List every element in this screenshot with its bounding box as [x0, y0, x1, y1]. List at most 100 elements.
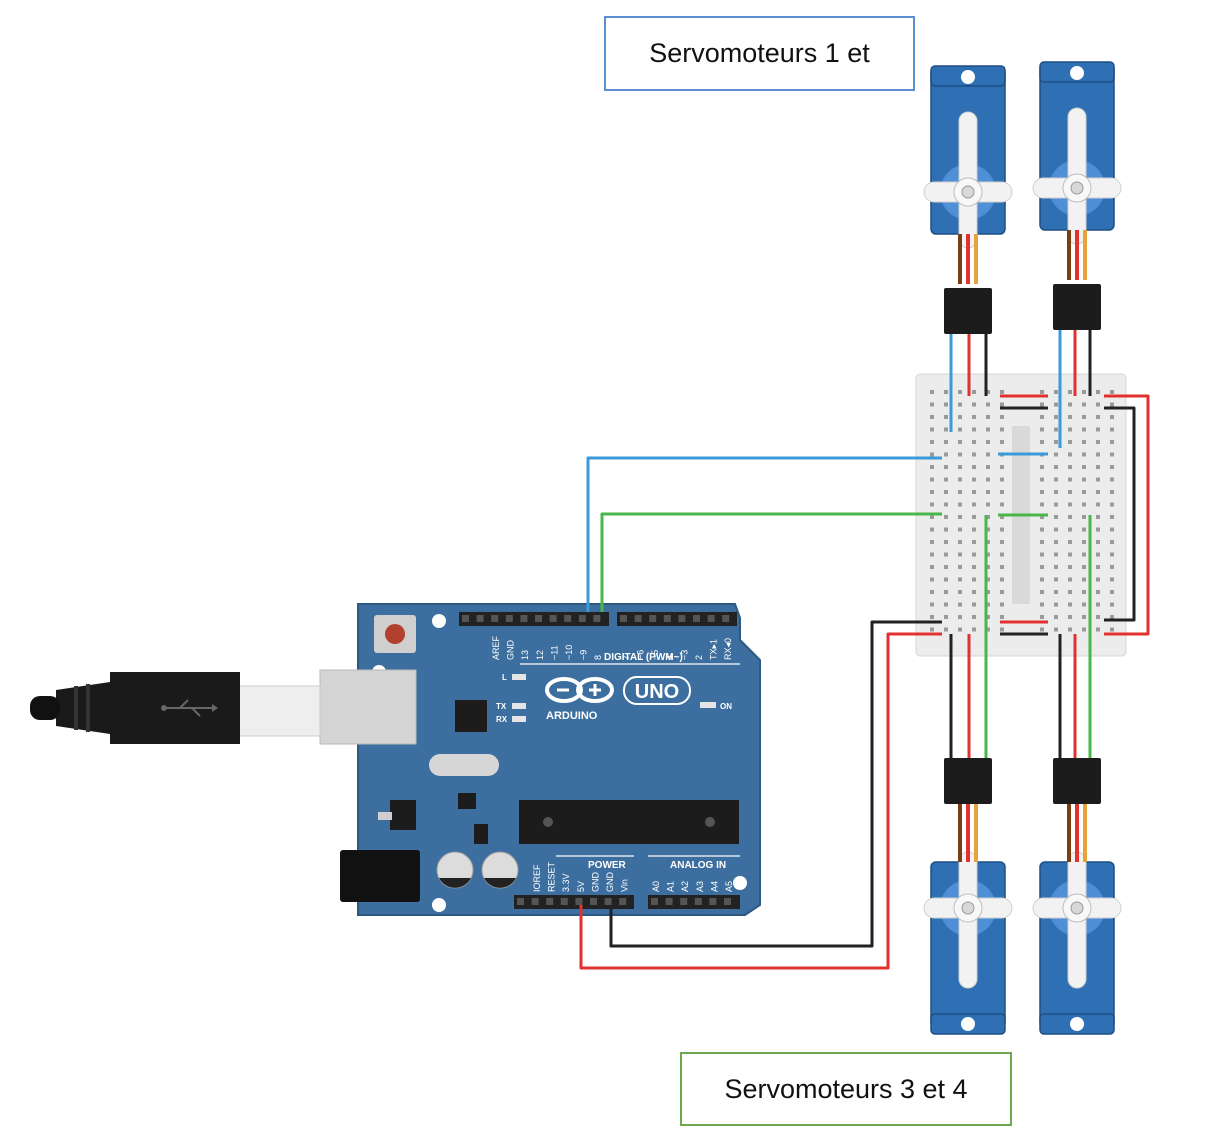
breadboard-hole: [930, 627, 934, 632]
breadboard-hole: [944, 590, 948, 594]
atmega-chip: [519, 800, 739, 844]
breadboard-hole: [930, 465, 934, 469]
breadboard-hole: [1068, 540, 1072, 544]
breadboard-hole: [1082, 440, 1086, 444]
pin-label: 13: [520, 650, 530, 660]
breadboard-hole: [1110, 590, 1114, 594]
pin-label: 5V: [576, 881, 586, 892]
breadboard-hole: [1040, 565, 1044, 569]
breadboard-hole: [1096, 415, 1100, 419]
breadboard-hole: [1068, 390, 1072, 394]
pin-label: ~10: [564, 645, 574, 660]
breadboard-hole: [986, 552, 990, 557]
breadboard-hole: [972, 540, 976, 544]
mount-hole: [432, 614, 446, 628]
breadboard-hole: [1082, 590, 1086, 594]
breadboard-hole: [1000, 427, 1004, 432]
header-pin: [604, 898, 612, 905]
breadboard-hole: [1096, 402, 1100, 407]
breadboard-hole: [1082, 527, 1086, 532]
breadboard-hole: [1040, 502, 1044, 507]
header-pin: [663, 615, 671, 622]
breadboard-hole: [1040, 465, 1044, 469]
breadboard-hole: [1110, 502, 1114, 507]
breadboard-hole: [1082, 602, 1086, 607]
breadboard-hole: [958, 390, 962, 394]
arduino-logo-icon: [545, 677, 614, 703]
breadboard-hole: [944, 390, 948, 394]
pin-label: 12: [535, 650, 545, 660]
breadboard-hole: [1000, 440, 1004, 444]
servo-connectors: [944, 284, 1101, 804]
usb-cable: [30, 672, 321, 744]
header-pin: [665, 898, 673, 905]
header-pin: [505, 615, 513, 622]
header-pin: [575, 898, 583, 905]
pin-label: A4: [709, 881, 719, 892]
header-pin: [707, 615, 715, 622]
capacitor-stripe: [439, 878, 471, 888]
breadboard-hole: [1040, 577, 1044, 582]
breadboard-hole: [1096, 540, 1100, 544]
header-pin: [531, 898, 539, 905]
breadboard-hole: [1000, 602, 1004, 607]
pin-label: ~5: [650, 650, 660, 660]
breadboard-hole: [1068, 502, 1072, 507]
digital-header-label: DIGITAL (PWM~): [604, 652, 683, 663]
header-pin: [462, 615, 469, 622]
breadboard-hole: [972, 602, 976, 607]
servo-group: [923, 61, 1122, 1035]
header-pin: [564, 615, 572, 622]
breadboard-hole: [1096, 465, 1100, 469]
header-pin: [593, 615, 601, 622]
breadboard-hole: [986, 415, 990, 419]
breadboard-hole: [986, 390, 990, 394]
capacitor-stripe: [484, 878, 516, 888]
breadboard-hole: [1082, 540, 1086, 544]
breadboard-hole: [930, 565, 934, 569]
breadboard-hole: [1054, 577, 1058, 582]
header-pin: [651, 898, 658, 905]
breadboard-hole: [930, 552, 934, 557]
pin-label: ~9: [579, 650, 589, 660]
breadboard-hole: [1054, 402, 1058, 407]
breadboard-hole: [1040, 440, 1044, 444]
pin-label: Vin: [620, 879, 630, 892]
breadboard-hole: [1068, 515, 1072, 519]
mount-hole: [432, 898, 446, 912]
breadboard-hole: [1096, 502, 1100, 507]
breadboard-hole: [972, 390, 976, 394]
breadboard-hole: [1000, 490, 1004, 494]
breadboard-hole: [944, 415, 948, 419]
breadboard-hole: [1000, 515, 1004, 519]
breadboard-hole: [944, 440, 948, 444]
gnd-supply-wire: [609, 620, 942, 948]
on-label: ON: [720, 702, 732, 711]
tx-label: TX: [496, 702, 507, 711]
breadboard-hole: [986, 615, 990, 619]
pin-label: GND: [590, 872, 600, 893]
breadboard-hole: [1054, 527, 1058, 532]
breadboard-hole: [930, 402, 934, 407]
pin9-signal-wire: [586, 456, 942, 612]
breadboard-hole: [958, 577, 962, 582]
usb-icon: [161, 699, 218, 717]
header-pin: [517, 898, 524, 905]
pin-label: GND: [506, 640, 516, 661]
breadboard-hole: [1054, 490, 1058, 494]
servo-3: [923, 798, 1013, 1035]
voltage-regulator: [390, 800, 416, 830]
breadboard-hole: [1040, 615, 1044, 619]
breadboard-hole: [1068, 465, 1072, 469]
wires: [579, 330, 1150, 970]
breadboard-hole: [958, 490, 962, 494]
breadboard-hole: [944, 627, 948, 632]
mount-hole: [733, 876, 747, 890]
breadboard-hole: [1110, 540, 1114, 544]
servo-2: [1032, 61, 1122, 280]
header-pin: [680, 898, 688, 905]
usb-cable-end: [30, 696, 60, 720]
breadboard-hole: [944, 565, 948, 569]
breadboard-hole: [1054, 565, 1058, 569]
breadboard-hole: [972, 527, 976, 532]
